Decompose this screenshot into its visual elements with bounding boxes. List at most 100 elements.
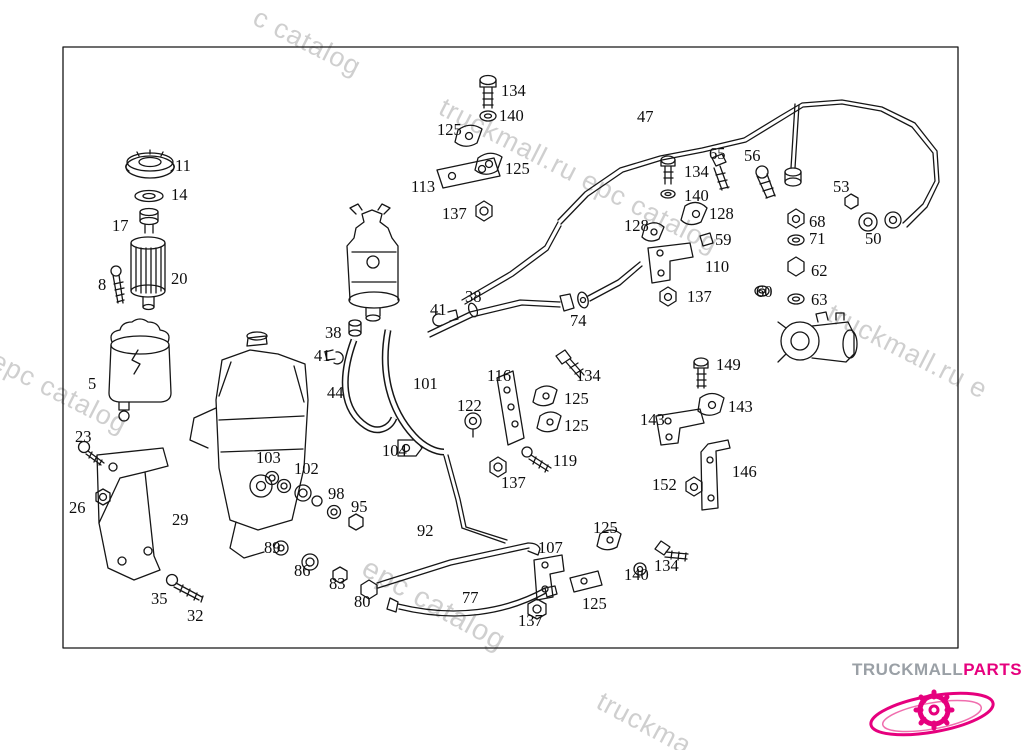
reservoir-5-drawing [108,318,172,422]
part-number-label: 125 [437,120,462,139]
part-number-label: 140 [499,106,524,125]
part-number-label: 38 [325,323,342,342]
fitting-122-drawing [464,412,482,438]
part-number-label: 98 [328,484,345,503]
fitting-59-drawing [699,232,714,247]
nut-26-drawing [95,488,111,506]
bolt-134-140-mid-drawing [660,155,676,199]
nut-137-bottom-drawing [527,598,547,620]
pipe-upper-mid-drawing [461,221,562,305]
bolt-134-mid-drawing [555,349,585,379]
part-number-label: 60 [756,282,773,301]
part-number-label: 41 [430,300,447,319]
filter-20-drawing [130,236,166,311]
part-number-label: 119 [553,451,578,470]
nut-152-drawing [685,476,703,497]
hose-101-drawing [381,329,445,456]
part-number-label: 125 [564,416,589,435]
part-number-label: 102 [294,459,319,478]
stem-17-drawing [139,207,159,234]
plate-125-bottom-drawing [569,570,603,593]
pipe-47-drawing [557,99,940,228]
bolt-119-drawing [521,446,552,473]
bolt-65-drawing [711,153,730,191]
bracket-110-drawing [647,242,694,284]
part-number-label: 152 [652,475,677,494]
part-number-label: 17 [112,216,129,235]
pump-right-drawing [777,311,858,363]
pump-center-drawing [346,203,400,322]
part-number-label: 38 [465,287,482,306]
part-number-label: 125 [582,594,607,613]
part-number-label: 44 [327,383,344,402]
part-number-label: 41 [314,346,331,365]
bracket-29-drawing [96,447,169,581]
part-number-label: 53 [833,177,850,196]
hose-44-drawing [341,338,398,434]
steering-gear-drawing [189,331,309,559]
logo-text: TRUCKMALLPARTS [852,660,1022,680]
logo-gear-icon [869,689,995,737]
part-number-label: 110 [705,257,730,276]
part-number-label: 86 [294,561,311,580]
part-number-label: 101 [413,374,438,393]
part-number-label: 74 [570,311,587,330]
pipe-74-drawing [427,261,643,338]
clamps-125-mid-drawing [532,385,562,433]
part-number-label: 95 [351,497,368,516]
fittings-50-53-drawing [844,193,902,232]
part-number-label: 143 [728,397,753,416]
part-number-label: 23 [75,427,92,446]
part-number-label: 137 [687,287,712,306]
part-number-label: 134 [654,556,679,575]
nut-137-mid-drawing [659,286,677,307]
part-number-label: 116 [487,366,512,385]
part-number-label: 89 [264,538,281,557]
washer-140-top-drawing [479,110,497,122]
logo-text-parts: PARTS [963,660,1023,679]
part-number-label: 134 [576,366,601,385]
part-number-label: 137 [501,473,526,492]
logo-text-truckmall: TRUCKMALL [852,660,964,679]
clamp-143-drawing [697,392,725,416]
part-number-label: 125 [564,389,589,408]
bolt-149-drawing [693,357,709,389]
bolt-35-32-drawing [165,573,204,603]
part-number-label: 63 [811,290,828,309]
part-number-label: 125 [593,518,618,537]
pipe-mid-down-drawing [443,454,508,544]
bracket-143-drawing [655,408,705,446]
part-number-label: 103 [256,448,281,467]
part-number-label: 134 [684,162,709,181]
part-number-label: 137 [442,204,467,223]
part-number-label: 62 [811,261,828,280]
part-number-label: 8 [98,275,107,294]
fittings-column-drawing [754,208,805,305]
clamp-125-bottom-drawing [596,529,622,551]
fitting-38-41-left-drawing [324,319,362,365]
gear-fittings-row-drawing [264,470,378,600]
part-number-label: 20 [171,269,188,288]
plate-113-drawing [436,157,501,189]
washer-14-drawing [134,189,164,203]
part-number-label: 140 [684,186,709,205]
cap-11-drawing [125,149,175,179]
part-number-label: 134 [501,81,526,100]
bolt-134-bottom-drawing [654,540,689,562]
part-number-label: 128 [624,216,649,235]
part-number-label: 83 [329,574,346,593]
part-number-label: 14 [171,185,188,204]
washer-140-bottom-drawing [633,562,647,576]
nut-137-center-drawing [489,456,507,478]
part-number-label: 92 [417,521,434,540]
part-number-label: 80 [354,592,371,611]
part-number-label: 68 [809,212,826,231]
bracket-146-drawing [700,439,731,511]
clamps-125-top-drawing [454,124,503,175]
part-number-label: 56 [744,146,761,165]
part-number-label: 137 [518,611,543,630]
part-number-label: 140 [624,565,649,584]
part-number-label: 59 [715,230,732,249]
